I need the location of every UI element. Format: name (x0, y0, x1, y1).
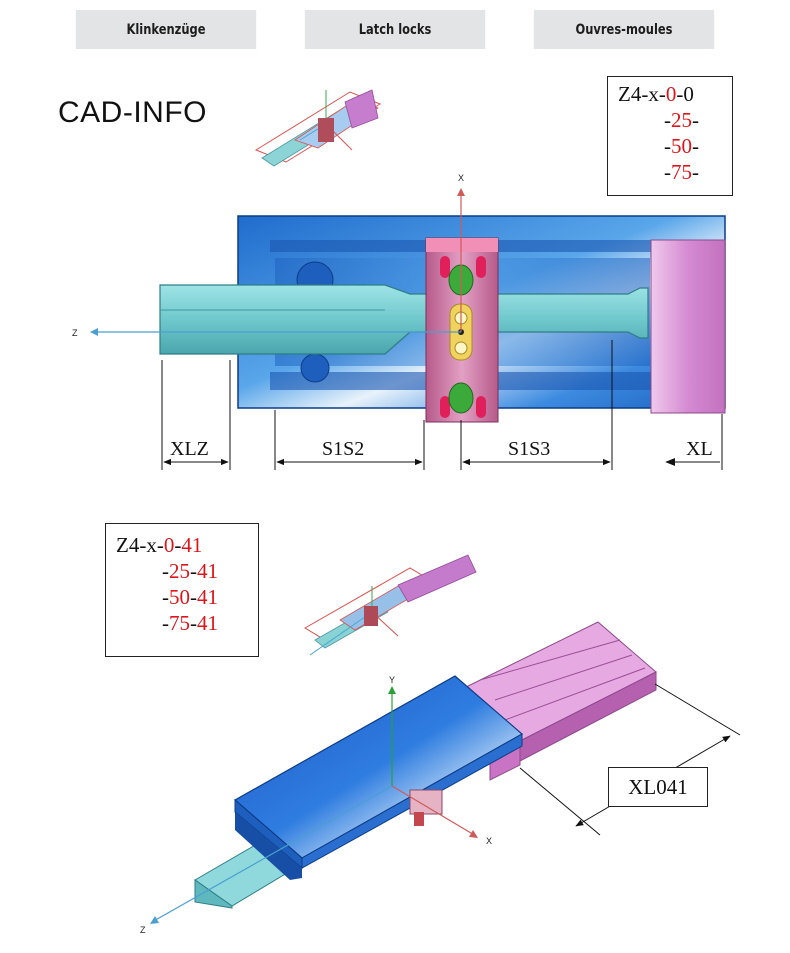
part-number-line: -50- (664, 134, 699, 158)
dimension-s1s3: S1S3 (508, 438, 551, 460)
part-number-line: Z4-x-0-41 (116, 533, 203, 557)
dimension-s1s2: S1S2 (322, 438, 365, 460)
latch-plate-top (425, 237, 499, 423)
z-axis-line-bottom (151, 785, 393, 923)
tab-label: Latch locks (358, 21, 432, 38)
tab-ouvres-moules[interactable]: Ouvres-moules (533, 10, 715, 49)
dimension-xl: XL (686, 438, 713, 460)
x-axis-label-bottom: X (486, 836, 492, 846)
cad-info-title: CAD-INFO (58, 96, 207, 129)
part-number-line: -50-41 (162, 585, 218, 609)
part-number-line: -25-41 (162, 559, 218, 583)
part-number-box-top: Z4-x-0-0 -25- -50- -75- (607, 76, 733, 196)
carriage-bottom (233, 675, 524, 880)
part-number-line: -75-41 (162, 611, 218, 635)
tab-label: Klinkenzüge (126, 21, 206, 38)
dimension-xlz: XLZ (170, 438, 209, 460)
tab-latch-locks[interactable]: Latch locks (304, 10, 486, 49)
part-number-line: Z4-x-0-0 (618, 82, 694, 106)
y-axis-label-bottom: Y (389, 675, 395, 685)
tab-label: Ouvres-moules (575, 21, 673, 38)
z-axis-label-bottom: Z (140, 925, 146, 935)
xl-arrow (666, 458, 675, 466)
part-number-line: -75- (664, 160, 699, 184)
rails-bottom (459, 621, 657, 781)
part-number-line: -25- (664, 108, 699, 132)
rod-top (159, 284, 649, 355)
x-axis-line-bottom (391, 785, 477, 837)
z-axis-label-top: Z (72, 328, 78, 338)
x-axis-label-top: X (458, 173, 464, 183)
end-block-top (650, 239, 726, 414)
thumbnail-bottom (304, 554, 477, 656)
tab-klinkenzuege[interactable]: Klinkenzüge (75, 10, 257, 49)
part-number-box-bottom: Z4-x-0-41 -25-41 -50-41 -75-41 (105, 523, 259, 657)
dimension-xl041: XL041 (608, 767, 708, 807)
thumbnail-top (254, 89, 382, 167)
